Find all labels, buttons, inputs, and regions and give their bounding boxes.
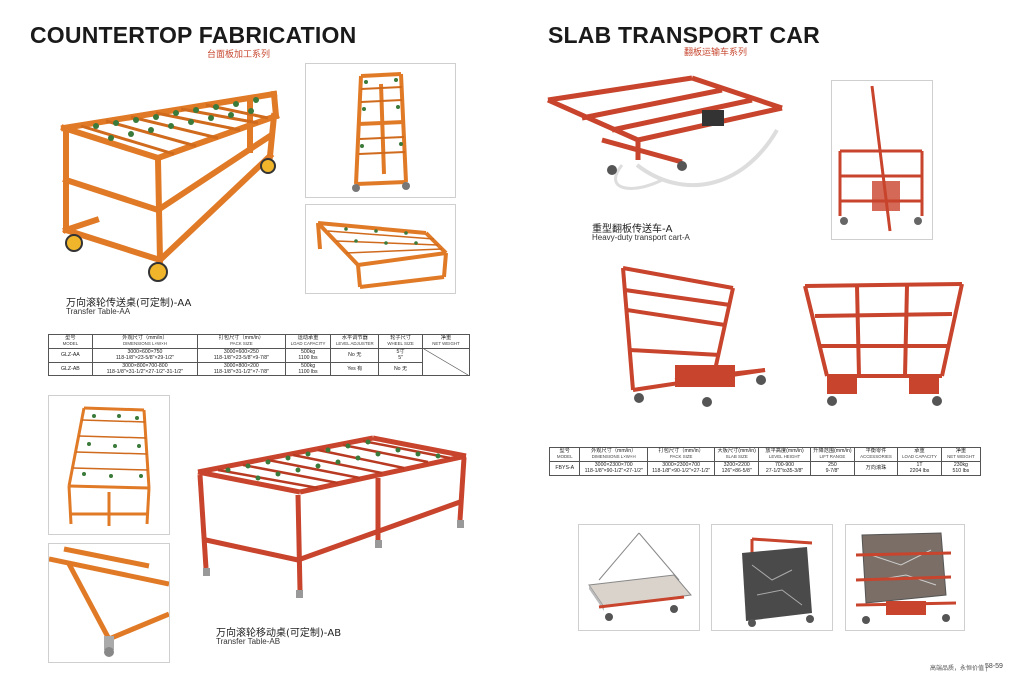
transfer-table-ab-name-cn: 万向滚轮移动桌(可定制)-AB <box>216 628 342 639</box>
cell-model: FBYS-A <box>548 460 581 476</box>
heavy-duty-cart-name-en: Heavy-duty transport cart-A <box>592 233 690 242</box>
slab-cart-front-photo <box>797 276 972 411</box>
transfer-table-aa-name-en: Transfer Table-AA <box>66 307 131 316</box>
header-pack-size: 打包尺寸（mm/in）PACK SIZE <box>646 447 716 462</box>
heavy-duty-cart-main-photo <box>542 70 792 210</box>
transfer-table-ab-main-photo <box>188 420 478 620</box>
heavy-duty-cart-name-cn: 重型翻板传送车-A <box>592 224 673 235</box>
cell-accessories: 万向滚珠 <box>853 460 899 476</box>
header-lift-range: 升降范围(mm/in)LIFT RANGE <box>810 447 855 462</box>
cell-wheel: No 无 <box>378 361 423 377</box>
header-pack-size: 打包尺寸（mm/in）PACK SIZE <box>197 334 286 349</box>
transfer-table-aa-side-photo <box>305 63 456 198</box>
right-page-title: SLAB TRANSPORT CAR <box>548 22 820 48</box>
header-level-height: 放平高度(mm/in)LEVEL HEIGHT <box>757 447 812 462</box>
transfer-table-ab-name-en: Transfer Table-AB <box>216 637 281 646</box>
cell-model: GLZ-AB <box>48 361 93 377</box>
slab-cart-loaded-flat-photo <box>578 524 700 631</box>
cell-weight <box>421 347 471 377</box>
transfer-table-aa-name-cn: 万向滚轮传送桌(可定制)-AA <box>66 298 192 309</box>
header-dimensions: 外观尺寸（mm/in）DIMENSIONS L×W×H <box>579 447 648 462</box>
transfer-table-aa-main-photo <box>36 80 286 290</box>
page-numbers: 58-59 <box>985 663 1003 670</box>
transfer-table-ab-leg-closeup-photo <box>48 543 170 663</box>
left-page-subtitle: 台面板加工系列 <box>207 50 271 60</box>
cell-model: GLZ-AA <box>48 347 93 363</box>
header-dimensions: 外观尺寸（mm/in）DIMENSIONS L×W×H <box>91 334 199 349</box>
transfer-table-ab-angle-photo <box>48 395 170 535</box>
slab-cart-a-frame-photo <box>605 260 775 410</box>
heavy-duty-cart-side-photo <box>831 80 933 240</box>
header-slab-size: 大板尺寸(mm/in)SLAB SIZE <box>714 447 759 462</box>
right-page-subtitle: 翻板运输车系列 <box>684 48 748 58</box>
slab-cart-marble-upright-photo <box>711 524 833 631</box>
footer-tagline: 高端品质，永恒价值 | <box>930 666 988 672</box>
slab-cart-marble-tilted-photo <box>845 524 965 631</box>
transfer-table-aa-angle-photo <box>305 204 456 294</box>
cell-level: No 无 <box>330 347 380 363</box>
empty-cell-diagonal <box>423 349 468 376</box>
left-page-title: COUNTERTOP FABRICATION <box>30 22 357 48</box>
cell-level: Yes 有 <box>330 361 380 377</box>
